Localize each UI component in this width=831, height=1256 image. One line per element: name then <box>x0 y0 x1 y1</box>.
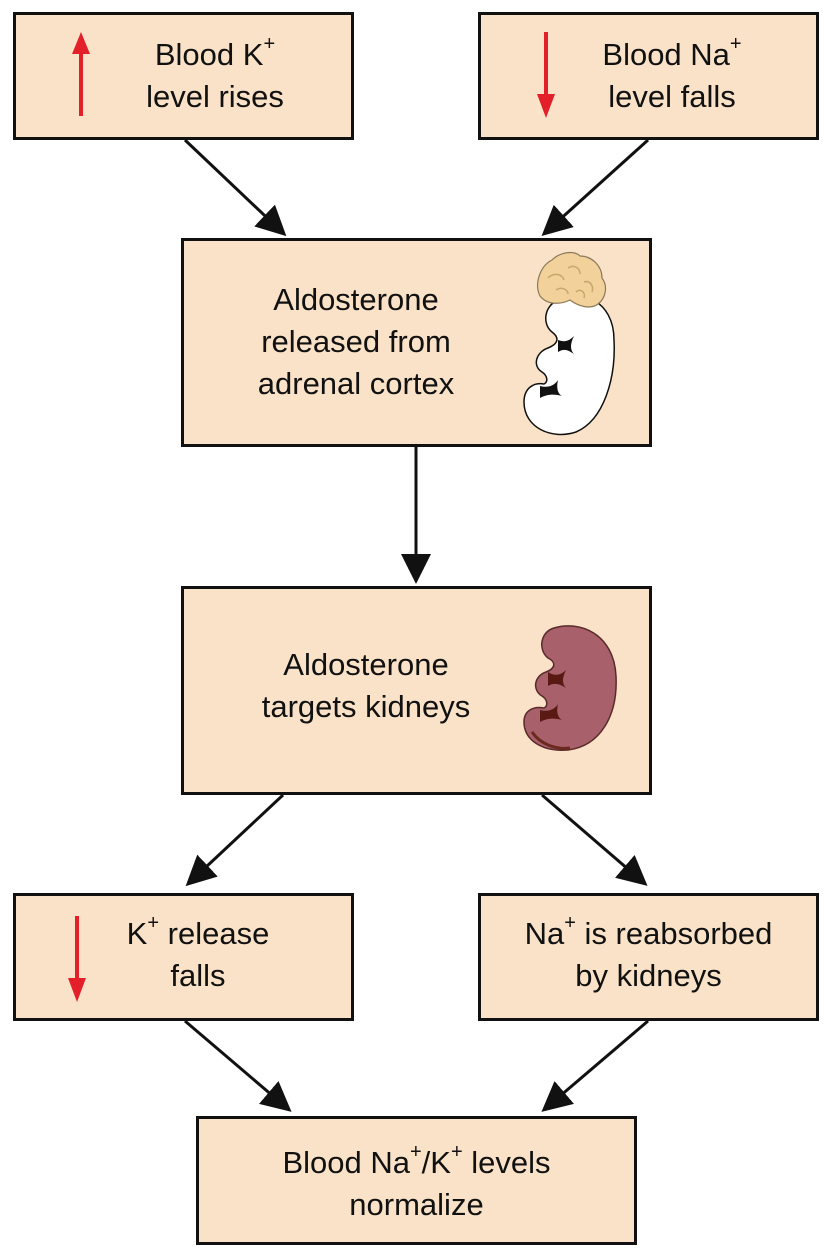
node-levels-normalize-line1: Blood Na+/K+ levels <box>282 1140 551 1180</box>
kidney-icon <box>523 625 617 751</box>
node-aldosterone-targets-kidneys-text: Aldosterone targets kidneys <box>205 644 527 728</box>
node-aldosterone-released-text: Aldosterone released from adrenal cortex <box>200 279 512 405</box>
node-na-reabsorbed <box>478 893 819 1021</box>
node-na-level-falls-text: Blood Na+ level falls <box>558 34 786 118</box>
arrow-k-release-to-normalize <box>184 1019 292 1112</box>
arrow-na-fall-to-aldo <box>541 138 650 237</box>
node-aldosterone-released-line3: adrenal cortex <box>257 366 455 401</box>
down-arrow-icon <box>68 916 86 1002</box>
node-aldosterone-targets-kidneys-line1: Aldosterone <box>283 647 449 682</box>
node-k-release-falls-line1: K+ release <box>126 911 270 951</box>
node-k-level-rises <box>13 12 354 140</box>
node-levels-normalize-line2: normalize <box>349 1187 484 1222</box>
node-na-level-falls <box>478 12 819 140</box>
node-k-release-falls-text: K+ release falls <box>98 913 298 997</box>
node-aldosterone-released-line2: released from <box>261 324 451 359</box>
arrow-na-reabsorb-to-normalize <box>541 1019 649 1112</box>
node-k-level-rises-line2: level rises <box>146 79 284 114</box>
node-na-reabsorbed-line2: by kidneys <box>575 958 722 993</box>
node-k-level-rises-text: Blood K+ level rises <box>100 34 330 118</box>
arrow-target-to-na-reabsorb <box>541 793 648 886</box>
adrenal-gland-icon <box>523 251 615 436</box>
node-na-level-falls-line1: Blood Na+ <box>602 32 742 72</box>
node-k-release-falls <box>13 893 354 1021</box>
node-na-level-falls-line2: level falls <box>608 79 736 114</box>
node-aldosterone-targets-kidneys-line2: targets kidneys <box>261 689 471 724</box>
node-k-release-falls-line2: falls <box>170 958 226 993</box>
node-k-level-rises-line1: Blood K+ <box>154 32 276 72</box>
down-arrow-icon <box>537 32 555 118</box>
arrow-k-rise-to-aldo <box>183 138 287 237</box>
node-na-reabsorbed-text: Na+ is reabsorbed by kidneys <box>481 913 816 997</box>
node-na-reabsorbed-line1: Na+ is reabsorbed <box>524 911 773 951</box>
node-levels-normalize-text: Blood Na+/K+ levels normalize <box>199 1142 634 1226</box>
node-aldosterone-released-line1: Aldosterone <box>273 282 439 317</box>
arrow-target-to-k-release <box>185 793 285 887</box>
node-levels-normalize <box>196 1116 637 1245</box>
up-arrow-icon <box>72 32 90 116</box>
